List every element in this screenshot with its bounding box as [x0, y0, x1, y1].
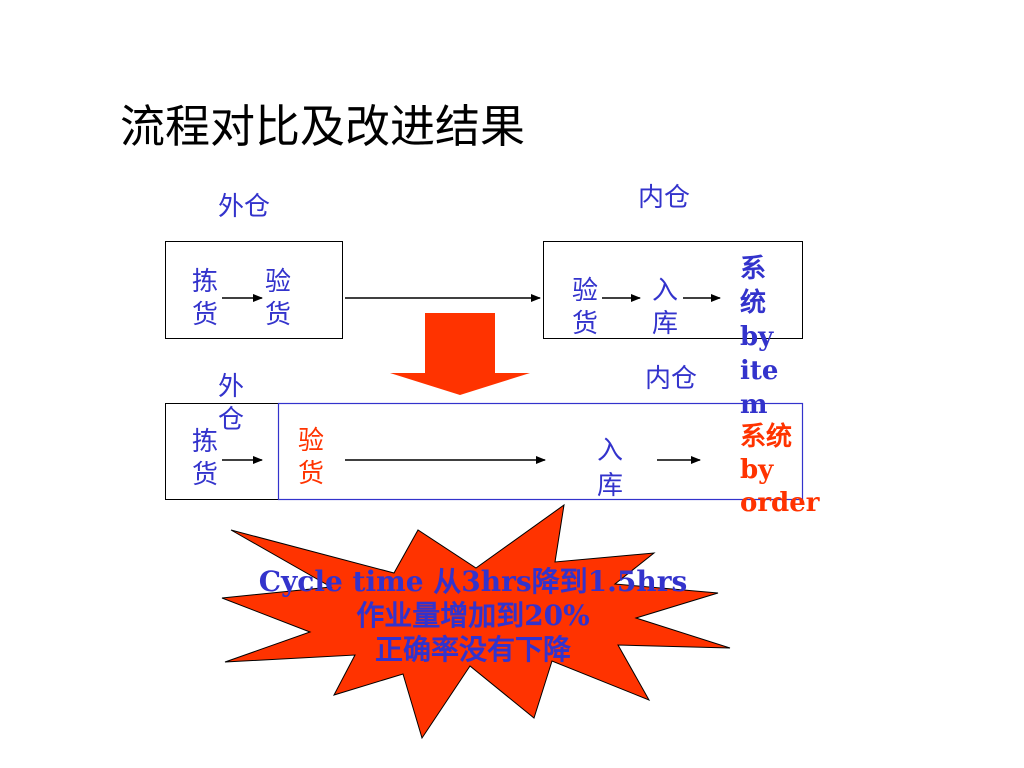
- before-inner-warehouse-label: 内仓: [638, 183, 691, 213]
- after-system-step: 系统 by order: [740, 421, 819, 520]
- slide-title: 流程对比及改进结果: [120, 100, 526, 153]
- before-outer-inspect-step-line: 货: [265, 300, 292, 330]
- before-outer-warehouse-label: 外仓: [218, 192, 271, 222]
- transition-arrow-down-icon: [390, 313, 530, 395]
- before-system-step-line: 系: [740, 254, 767, 284]
- before-outer-inspect-step-line: 验: [265, 267, 292, 297]
- before-system-step-line: ite: [740, 356, 779, 386]
- after-store-step-line: 入: [597, 436, 624, 466]
- before-store-step-line: 入: [652, 276, 679, 306]
- after-pick-step-line: 拣: [192, 427, 219, 457]
- before-pick-step-line: 拣: [192, 267, 219, 297]
- after-store-step-line: 库: [597, 471, 624, 501]
- after-store-step: 入 库: [597, 434, 623, 504]
- before-inner-inspect-step-line: 验: [572, 276, 599, 306]
- before-pick-step: 拣 货: [192, 266, 218, 332]
- before-inner-inspect-step: 验 货: [572, 275, 598, 341]
- before-system-step-line: 统: [740, 288, 767, 318]
- after-inner-warehouse-box: [277, 402, 804, 501]
- after-inspect-step-line: 验: [298, 426, 325, 456]
- results-text: Cycle time 从3hrs降到1.5hrs 作业量增加到20% 正确率没有…: [223, 565, 723, 667]
- results-cycle-time: Cycle time 从3hrs降到1.5hrs: [258, 565, 688, 598]
- after-pick-step: 拣 货: [192, 426, 218, 492]
- results-workload: 作业量增加到20%: [356, 599, 590, 632]
- results-accuracy: 正确率没有下降: [374, 633, 571, 666]
- after-pick-step-line: 货: [192, 460, 219, 490]
- after-system-step-line: by: [740, 455, 774, 485]
- before-inner-warehouse-box: [543, 241, 803, 339]
- before-system-step: 系 统 by ite m: [740, 252, 778, 422]
- before-inner-inspect-step-line: 货: [572, 309, 599, 339]
- results-burst-shape: [221, 503, 731, 740]
- before-store-step-line: 库: [652, 309, 679, 339]
- after-outer-warehouse-label-line: 仓: [218, 405, 245, 435]
- after-inspect-step-line: 货: [298, 459, 325, 489]
- before-system-step-line: m: [740, 390, 768, 420]
- after-system-step-line: 系统: [740, 422, 793, 452]
- before-system-step-line: by: [740, 322, 774, 352]
- before-outer-inspect-step: 验 货: [265, 266, 291, 332]
- after-inspect-step: 验 货: [298, 425, 324, 491]
- after-outer-warehouse-label: 外 仓: [218, 371, 244, 437]
- after-outer-warehouse-label-line: 外: [218, 372, 245, 402]
- before-pick-step-line: 货: [192, 300, 219, 330]
- after-inner-warehouse-label: 内仓: [645, 364, 698, 394]
- before-store-step: 入 库: [652, 275, 678, 341]
- before-outer-warehouse-box: [165, 241, 343, 339]
- after-system-step-line: order: [740, 488, 820, 518]
